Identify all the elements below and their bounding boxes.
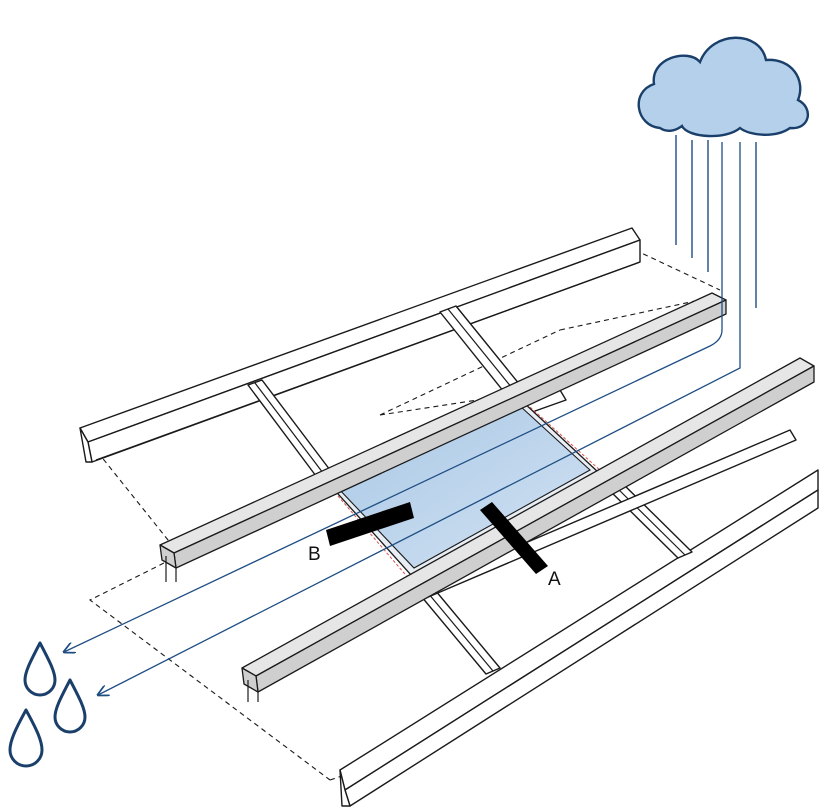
section-label-a: A — [548, 569, 561, 590]
raindrop-icon — [23, 641, 57, 697]
section-marker-a: A — [480, 502, 561, 590]
raindrop-icon — [8, 708, 44, 768]
water-flow-paths — [64, 142, 741, 695]
bottom-purlin — [339, 469, 819, 807]
section-marker-b: B — [308, 502, 414, 565]
raindrop-icon — [53, 678, 87, 734]
rain-streaks — [675, 135, 757, 308]
cloud-icon — [637, 36, 809, 138]
upper-pressure-bar — [159, 292, 727, 582]
top-purlin — [79, 227, 641, 463]
lower-pressure-bar — [241, 357, 815, 702]
section-label-b: B — [308, 544, 321, 565]
